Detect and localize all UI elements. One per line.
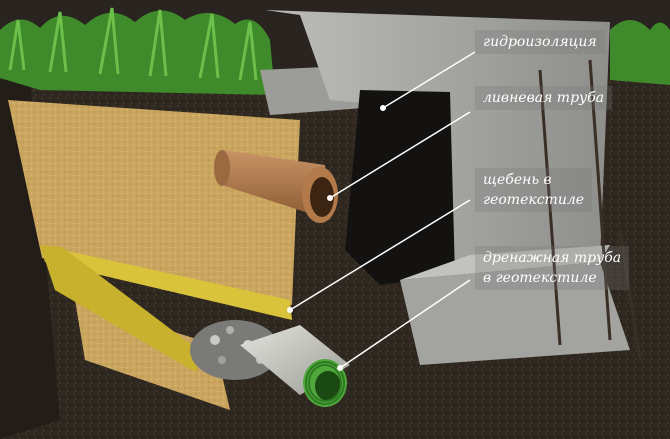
geotextile-band-front xyxy=(40,245,205,372)
soil-block-front xyxy=(0,78,60,439)
leader-lines xyxy=(289,51,476,369)
sand-layer-lower xyxy=(75,300,230,410)
footing-top xyxy=(400,245,610,280)
foundation-wall xyxy=(265,10,610,270)
grass-highlights xyxy=(8,7,258,81)
rebar xyxy=(538,59,642,361)
grass xyxy=(0,10,275,96)
leader-dots xyxy=(287,105,386,371)
label-storm-pipe: ливневая труба xyxy=(475,86,613,110)
label-waterproofing: гидроизоляция xyxy=(475,30,605,54)
geotextile-band xyxy=(40,245,292,320)
label-gravel: щебень в геотекстиле xyxy=(475,168,593,212)
waterproofing-layer xyxy=(345,90,455,285)
label-drain-pipe: дренажная труба в геотекстиле xyxy=(475,246,630,290)
grass-right xyxy=(610,20,670,85)
